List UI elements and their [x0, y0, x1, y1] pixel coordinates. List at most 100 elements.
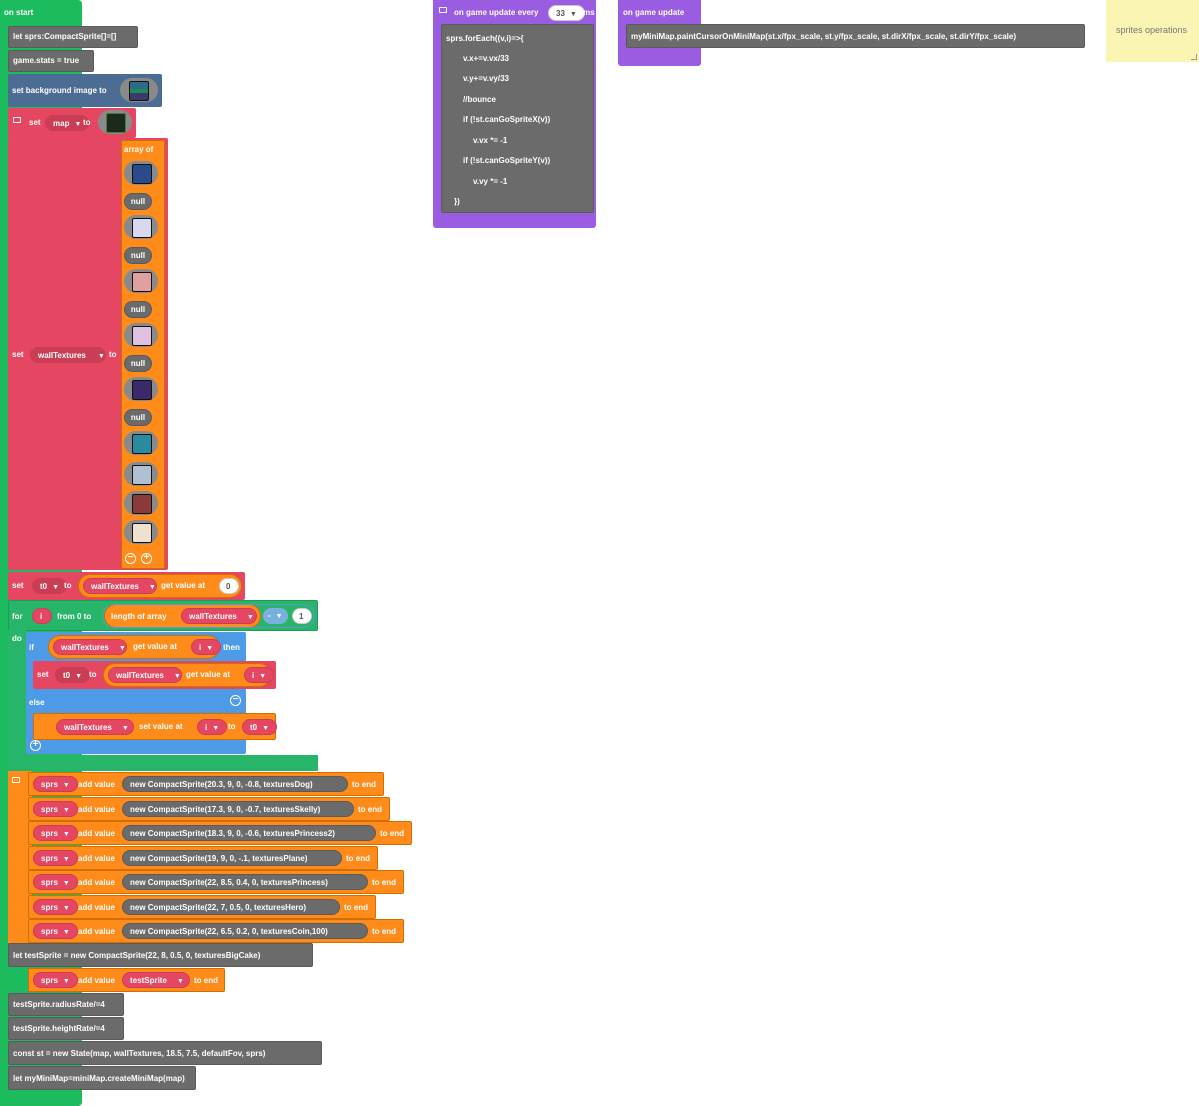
list-variable-dropdown[interactable]: wallTextures▼	[181, 608, 257, 624]
paint-cursor-code-block[interactable]: myMiniMap.paintCursorOnMiniMap(st.x/fpx_…	[626, 24, 1085, 48]
list-var-name: wallTextures	[91, 582, 139, 591]
t0-variable-dropdown[interactable]: t0▼	[32, 578, 68, 594]
add-value-label: add value	[78, 853, 115, 863]
get-value-block[interactable]: wallTextures▼ get value at i▼	[103, 663, 275, 687]
array-item-null[interactable]: null	[124, 193, 152, 210]
sprs-variable-dropdown[interactable]: sprs▼	[33, 776, 78, 792]
set-label: set	[12, 350, 24, 359]
sprite-expression[interactable]: new CompactSprite(22, 8.5, 0.4, 0, textu…	[122, 874, 368, 890]
sprite-expression[interactable]: new CompactSprite(22, 6.5, 0.2, 0, textu…	[122, 923, 368, 939]
set-map-block[interactable]: set map▼ to	[8, 108, 136, 138]
array-item-image[interactable]	[124, 520, 158, 544]
sprs-variable-dropdown[interactable]: sprs▼	[33, 800, 78, 817]
sticky-note[interactable]: sprites operations	[1106, 0, 1199, 62]
set-t0-block[interactable]: set t0▼ to wallTextures▼ get value at i▼	[33, 661, 276, 689]
get-value-block[interactable]: wallTextures▼ get value at i▼	[48, 635, 222, 659]
to-end-label: to end	[352, 780, 376, 789]
comment-icon[interactable]	[13, 117, 21, 123]
array-item-null[interactable]: null	[124, 355, 152, 372]
sprs-variable-dropdown[interactable]: sprs▼	[33, 923, 78, 939]
remove-else-icon[interactable]: −	[230, 695, 241, 706]
operator-symbol: -	[268, 611, 271, 620]
sprite-expression[interactable]: new CompactSprite(19, 9, 0, -.1, texture…	[122, 849, 342, 866]
radius-rate-block[interactable]: testSprite.radiusRate/=4	[8, 993, 124, 1016]
code-line: //bounce	[463, 95, 496, 104]
set-value-at-block[interactable]: wallTextures▼ set value at i▼ to t0▼	[33, 713, 278, 740]
background-image-picker[interactable]	[120, 78, 158, 102]
resize-handle-icon[interactable]	[1191, 54, 1197, 60]
to-label: to	[89, 670, 97, 679]
t0-variable-dropdown[interactable]: t0▼	[55, 667, 91, 683]
list-variable-dropdown[interactable]: wallTextures▼	[53, 639, 127, 655]
array-item-image[interactable]	[124, 161, 158, 185]
code-block[interactable]: sprs.forEach((v,i)=>{ v.x+=v.vx/33 v.y+=…	[441, 24, 594, 213]
array-item-image[interactable]	[124, 323, 158, 347]
height-rate-block[interactable]: testSprite.heightRate/=4	[8, 1017, 124, 1040]
get-value-block[interactable]: wallTextures▼ get value at 0	[78, 574, 242, 598]
to-label: to	[109, 350, 117, 359]
list-variable-dropdown[interactable]: wallTextures▼	[108, 667, 182, 683]
game-update-every-block[interactable]: on game update every 33▼ ms sprs.forEach…	[433, 0, 596, 228]
sprs-variable-dropdown[interactable]: sprs▼	[33, 874, 78, 890]
game-stats-block[interactable]: game.stats = true	[8, 50, 94, 72]
chevron-down-icon: ▼	[262, 725, 270, 732]
sprs-variable-dropdown[interactable]: sprs▼	[33, 898, 78, 915]
index-var-dropdown[interactable]: i▼	[244, 667, 275, 683]
add-sprite-row[interactable]: sprs▼add value new CompactSprite(19, 9, 0…	[28, 845, 378, 870]
array-item-image[interactable]	[124, 431, 158, 455]
let-sprs-block[interactable]: let sprs:CompactSprite[]=[]	[8, 26, 138, 48]
sprs-variable-dropdown[interactable]: sprs▼	[33, 849, 78, 866]
list-variable-dropdown[interactable]: wallTextures▼	[83, 578, 157, 594]
map-variable-dropdown[interactable]: map▼	[45, 115, 90, 131]
let-testsprite-block[interactable]: let testSprite = new CompactSprite(22, 8…	[8, 943, 313, 967]
array-item-image[interactable]	[124, 269, 158, 293]
tilemap-picker[interactable]	[98, 110, 132, 134]
list-variable-dropdown[interactable]: wallTextures▼	[56, 719, 134, 735]
sprite-expression[interactable]: new CompactSprite(18.3, 9, 0, -0.6, text…	[122, 825, 376, 841]
sprite-expression[interactable]: new CompactSprite(20.3, 9, 0, -0.8, text…	[122, 776, 348, 792]
walltextures-variable-dropdown[interactable]: wallTextures▼	[30, 347, 106, 363]
math-op-block[interactable]	[102, 604, 315, 628]
chevron-down-icon: ▼	[206, 645, 214, 652]
add-testsprite-block[interactable]: sprs▼ add value testSprite▼ to end	[28, 968, 225, 992]
sprs-var-name: sprs	[41, 853, 58, 863]
interval-unit: ms	[583, 8, 595, 17]
index-input[interactable]: 0	[219, 578, 239, 594]
index-var-dropdown[interactable]: i▼	[191, 639, 222, 655]
index-var-dropdown[interactable]: i▼	[197, 719, 228, 735]
array-item-image[interactable]	[124, 491, 158, 515]
testsprite-variable-dropdown[interactable]: testSprite▼	[122, 972, 190, 988]
add-item-icon[interactable]: +	[141, 553, 152, 564]
let-minimap-block[interactable]: let myMiniMap=miniMap.createMiniMap(map)	[8, 1066, 196, 1090]
remove-item-icon[interactable]: −	[125, 553, 136, 564]
set-background-block[interactable]: set background image to	[8, 74, 162, 107]
interval-dropdown[interactable]: 33▼	[548, 5, 585, 21]
sprite-expression[interactable]: new CompactSprite(22, 7, 0.5, 0, texture…	[122, 898, 340, 915]
array-item-image[interactable]	[124, 462, 158, 486]
get-value-label: get value at	[186, 670, 231, 679]
comment-icon[interactable]	[12, 777, 20, 783]
array-item-image[interactable]	[124, 377, 158, 401]
array-item-null[interactable]: null	[124, 409, 152, 426]
sprs-variable-dropdown[interactable]: sprs▼	[33, 825, 78, 841]
array-item-null[interactable]: null	[124, 301, 152, 318]
loop-var-i[interactable]: i	[32, 608, 52, 624]
comment-icon[interactable]	[439, 7, 447, 13]
array-item-image[interactable]	[124, 215, 158, 239]
array-item-null[interactable]: null	[124, 247, 152, 264]
add-else-if-icon[interactable]: +	[30, 740, 41, 751]
sprs-variable-dropdown[interactable]: sprs▼	[33, 972, 78, 988]
const-st-block[interactable]: const st = new State(map, wallTextures, …	[8, 1041, 322, 1065]
sprite-expression[interactable]: new CompactSprite(17.3, 9, 0, -0.7, text…	[122, 800, 354, 817]
sprs-var-name: sprs	[41, 902, 58, 912]
operator-dropdown[interactable]: -▼	[263, 608, 288, 624]
number-input[interactable]: 1	[292, 608, 312, 624]
value-var-dropdown[interactable]: t0▼	[242, 719, 278, 735]
set-t0-block[interactable]: set t0▼ to wallTextures▼ get value at 0	[8, 572, 245, 600]
